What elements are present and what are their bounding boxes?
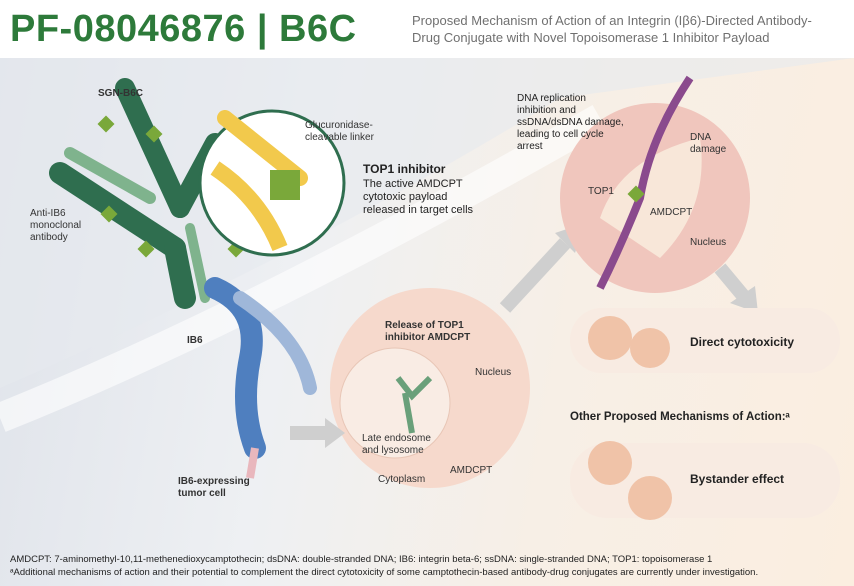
bystander-effect-label: Bystander effect	[690, 472, 785, 486]
dna-effect-label: DNA replication inhibition and ssDNA/dsD…	[517, 93, 624, 152]
direct-cytotoxicity-label: Direct cytotoxicity	[690, 335, 795, 349]
other-mechanisms-label: Other Proposed Mechanisms of Action:ᵃ	[570, 411, 790, 423]
ib6-label: IB6	[187, 335, 203, 346]
tumor-cell-label: IB6-expressing tumor cell	[178, 476, 250, 499]
top1-inhibitor-title: TOP1 inhibitor	[363, 162, 446, 176]
footnote-abbreviations: AMDCPT: 7-aminomethyl-10,11-methenedioxy…	[10, 554, 713, 565]
mechanism-illustration	[0, 58, 854, 520]
top1-label: TOP1	[588, 186, 614, 197]
sgn-b6c-label: SGN-B6C	[98, 88, 144, 99]
top1-inhibitor-desc: The active AMDCPT cytotoxic payload rele…	[363, 178, 474, 216]
amdcpt-label-2: AMDCPT	[650, 207, 693, 218]
footnote: AMDCPT: 7-aminomethyl-10,11-methenedioxy…	[10, 553, 850, 579]
footnote-note: ᵃAdditional mechanisms of action and the…	[10, 567, 759, 578]
nucleus-label-1: Nucleus	[475, 367, 512, 378]
dna-damage-label: DNA damage	[690, 132, 727, 155]
antibody-label: Anti-IB6 monoclonal antibody	[30, 208, 82, 243]
amdcpt-label-1: AMDCPT	[450, 465, 493, 476]
nucleus-label-2: Nucleus	[690, 237, 727, 248]
endosome-label: Late endosome and lysosome	[362, 433, 431, 456]
release-label: Release of TOP1 inhibitor AMDCPT	[385, 320, 471, 343]
diagram-panel: SGN-B6C Anti-IB6 monoclonal antibody Glu…	[0, 58, 854, 586]
linker-label: Glucuronidase-cleavable linker	[305, 120, 374, 143]
page-title: PF-08046876 | B6C	[10, 8, 357, 50]
cytoplasm-label: Cytoplasm	[378, 474, 426, 485]
page-subtitle: Proposed Mechanism of Action of an Integ…	[412, 13, 812, 45]
